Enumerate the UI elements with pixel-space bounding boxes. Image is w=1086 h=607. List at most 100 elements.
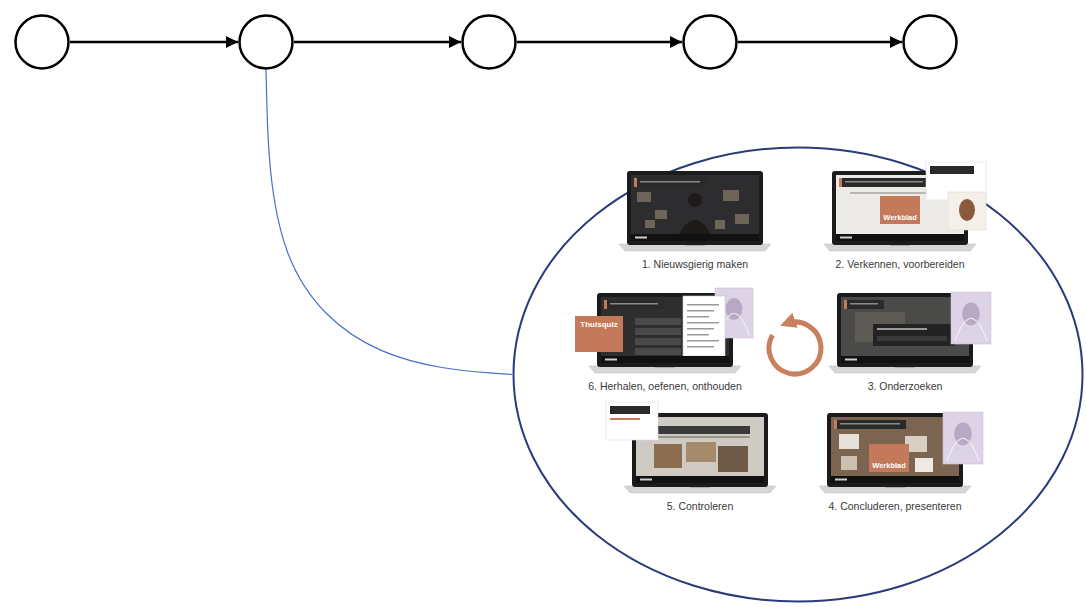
portrait-hair (947, 439, 979, 462)
document-line (687, 322, 719, 324)
step-caption: 3. Onderzoeken (868, 380, 943, 393)
document-page (683, 296, 725, 356)
screen-header-line (640, 181, 700, 183)
step-screenshot: Werkblad 2. Verkennen, voorbereiden (810, 170, 990, 280)
screen-line (650, 436, 750, 438)
circle-outline (240, 16, 293, 69)
list-row (635, 328, 681, 335)
photo (654, 444, 682, 468)
document-line (687, 310, 714, 312)
list-row (635, 348, 681, 355)
person-head (688, 193, 702, 207)
laptop-svg (815, 292, 995, 376)
player-control (605, 359, 617, 361)
laptop-illustration (619, 171, 771, 251)
step-circle (682, 14, 738, 70)
screen-header-line (610, 303, 658, 305)
player-control (835, 479, 847, 481)
screen-header-line (845, 181, 923, 183)
step-circle (461, 14, 517, 70)
info-card-line (610, 418, 640, 420)
person-body (679, 220, 711, 234)
document-line (687, 304, 719, 306)
step-caption: 4. Concluderen, presenteren (828, 500, 961, 513)
screen-label: Thuisquiz (575, 316, 623, 352)
player-bar (631, 234, 759, 241)
screen-label: Werkblad (869, 444, 909, 472)
connector (266, 70, 512, 375)
laptop-bezel (827, 413, 963, 487)
connector (517, 41, 682, 44)
laptop-frame (815, 292, 995, 376)
document-line (687, 328, 714, 330)
step-caption: 1. Nieuwsgierig maken (642, 258, 748, 271)
list-row (635, 318, 681, 325)
player-bar (836, 234, 964, 241)
portrait-card (951, 292, 991, 344)
info-card-header (930, 166, 974, 174)
laptop-base (624, 486, 776, 493)
step-screenshot: 3. Onderzoeken (815, 292, 995, 402)
player-bar (601, 356, 729, 363)
step-circle (902, 14, 958, 70)
cycle-arrow (769, 322, 821, 374)
circle-outline (463, 16, 516, 69)
cycle-ellipse: 1. Nieuwsgierig makenWerkblad2. Verkenne… (512, 146, 1084, 603)
laptop-illustration (829, 292, 991, 373)
screen-header (844, 300, 884, 309)
laptop-svg (605, 170, 785, 254)
document-line (687, 334, 709, 336)
circle-outline (904, 16, 957, 69)
laptop-illustration (606, 402, 776, 493)
screen-header-marker (634, 178, 637, 187)
note-paper (715, 220, 725, 229)
step-caption: 6. Herhalen, oefenen, onthouden (588, 380, 742, 393)
dialog-box (873, 324, 955, 346)
note-paper (655, 210, 667, 219)
laptop-screen (841, 297, 969, 363)
circle-outline (16, 16, 69, 69)
portrait-card (943, 412, 983, 464)
portrait-card (948, 192, 986, 230)
pinned-photo (915, 458, 933, 472)
list-row (635, 338, 681, 345)
laptop-frame (605, 170, 785, 254)
player-bar (831, 476, 959, 483)
note-paper (637, 192, 651, 202)
document-line (687, 316, 709, 318)
photo (718, 446, 748, 472)
screen-header (634, 178, 706, 187)
node-circle-outline (238, 14, 294, 70)
screen-header-marker (604, 300, 607, 309)
note-paper (723, 190, 739, 201)
laptop-screen (831, 417, 959, 483)
screen-header-line (850, 303, 878, 305)
laptop-frame: Thuisquiz (575, 292, 755, 376)
screen-label: Werkblad (880, 196, 920, 224)
player-control (845, 359, 857, 361)
connector (738, 41, 902, 44)
step-screenshot: 5. Controleren (610, 412, 790, 522)
screen-header (834, 420, 906, 429)
connector (294, 41, 461, 44)
screen-header-line (840, 423, 900, 425)
document-line (687, 340, 719, 342)
laptop-frame: Werkblad (810, 170, 990, 254)
step-caption: 2. Verkennen, voorbereiden (835, 258, 964, 271)
player-bar (636, 476, 764, 483)
screen-header-marker (844, 300, 847, 309)
dialog-line (877, 328, 927, 330)
laptop-bezel (627, 171, 763, 245)
ellipse-outline (514, 148, 1083, 602)
screen-header (604, 300, 664, 309)
step-screenshot: 1. Nieuwsgierig maken (605, 170, 785, 280)
node-circle-outline (14, 14, 70, 70)
node-circle-outline (461, 14, 517, 70)
circle-outline (684, 16, 737, 69)
photo (686, 442, 716, 462)
player-control (840, 237, 852, 239)
laptop-frame (610, 412, 790, 496)
laptop-base (619, 244, 771, 251)
